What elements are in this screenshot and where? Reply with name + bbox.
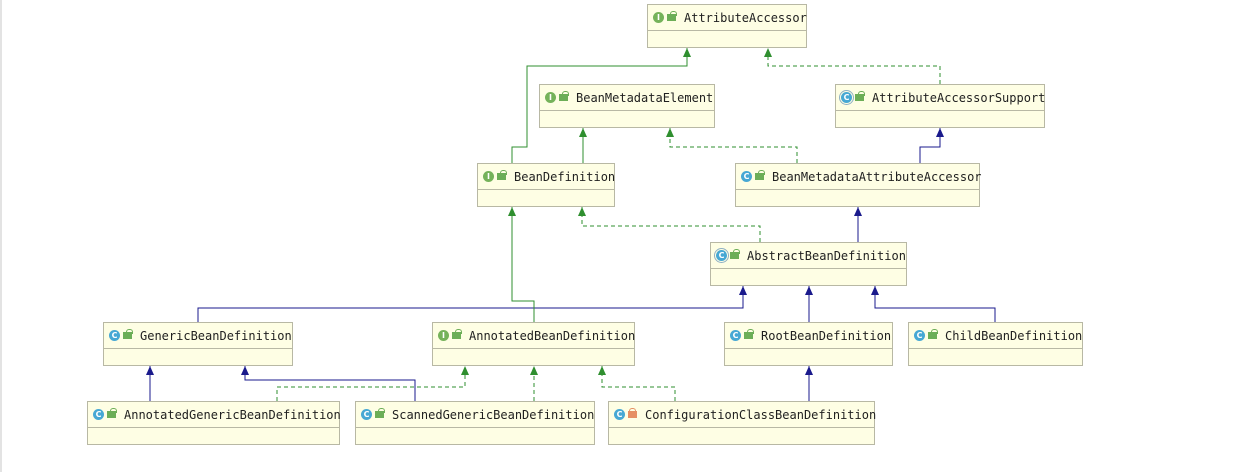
- interface-icon: I: [483, 171, 494, 182]
- open-lock-icon: [730, 249, 740, 259]
- class-header: C AttributeAccessorSupport: [836, 85, 1046, 111]
- relation-implements-BeanMetadataAttributeAccessor-to-BeanMetadataElement: [669, 128, 798, 163]
- arrowhead-ConfigurationClassBeanDefinition-to-RootBeanDefinition: [805, 366, 813, 375]
- open-lock-icon: [375, 408, 385, 418]
- class-node-RootBeanDefinition[interactable]: C RootBeanDefinition: [724, 322, 893, 366]
- interface-icon: I: [438, 330, 449, 341]
- arrowhead-BeanMetadataAttributeAccessor-to-AttributeAccessorSupport: [936, 128, 944, 137]
- open-lock-icon: [667, 11, 677, 21]
- arrowhead-AbstractBeanDefinition-to-BeanMetadataAttributeAccessor: [854, 207, 862, 216]
- arrowhead-ScannedGenericBeanDefinition-to-GenericBeanDefinition: [241, 366, 249, 375]
- class-node-AnnotatedBeanDefinition[interactable]: I AnnotatedBeanDefinition: [432, 322, 635, 366]
- class-name: RootBeanDefinition: [761, 328, 892, 343]
- arrowhead-BeanMetadataAttributeAccessor-to-BeanMetadataElement: [666, 128, 674, 137]
- class-name: AttributeAccessorSupport: [872, 90, 1046, 105]
- arrowhead-GenericBeanDefinition-to-AbstractBeanDefinition: [739, 286, 747, 295]
- arrowhead-AnnotatedGenericBeanDefinition-to-AnnotatedBeanDefinition: [461, 366, 469, 375]
- class-icon: C: [741, 171, 752, 182]
- class-name: ChildBeanDefinition: [945, 328, 1083, 343]
- relation-interface-extends-BeanDefinition-to-AttributeAccessor: [511, 48, 688, 163]
- arrowhead-BeanDefinition-to-AttributeAccessor: [683, 48, 691, 57]
- left-edge-strip: [0, 0, 2, 472]
- open-lock-icon: [855, 91, 865, 101]
- abstract-class-icon: C: [716, 250, 727, 261]
- arrowhead-ScannedGenericBeanDefinition-to-AnnotatedBeanDefinition: [530, 366, 538, 375]
- class-name: AnnotatedBeanDefinition: [469, 328, 636, 343]
- relation-implements-AttributeAccessorSupport-to-AttributeAccessor: [767, 48, 941, 84]
- class-name: GenericBeanDefinition: [140, 328, 292, 343]
- relation-extends-ScannedGenericBeanDefinition-to-GenericBeanDefinition: [244, 366, 416, 401]
- class-node-ChildBeanDefinition[interactable]: C ChildBeanDefinition: [908, 322, 1083, 366]
- arrowhead-BeanDefinition-to-BeanMetadataElement: [579, 128, 587, 137]
- class-name: ConfigurationClassBeanDefinition: [645, 407, 877, 422]
- open-lock-icon: [755, 170, 765, 180]
- class-icon: C: [614, 409, 625, 420]
- relation-extends-ChildBeanDefinition-to-AbstractBeanDefinition: [874, 286, 996, 322]
- class-node-ConfigurationClassBeanDefinition[interactable]: C ConfigurationClassBeanDefinition: [608, 401, 877, 445]
- class-node-BeanMetadataAttributeAccessor[interactable]: C BeanMetadataAttributeAccessor: [735, 163, 982, 207]
- class-icon: C: [730, 330, 741, 341]
- class-node-BeanMetadataElement[interactable]: I BeanMetadataElement: [539, 84, 715, 128]
- open-lock-icon: [452, 329, 462, 339]
- arrowhead-RootBeanDefinition-to-AbstractBeanDefinition: [805, 286, 813, 295]
- interface-icon: I: [545, 92, 556, 103]
- class-header: I AttributeAccessor: [648, 5, 807, 31]
- class-node-AbstractBeanDefinition[interactable]: C AbstractBeanDefinition: [710, 242, 907, 286]
- relation-implements-AbstractBeanDefinition-to-BeanDefinition: [581, 207, 761, 242]
- class-name: AttributeAccessor: [684, 10, 807, 25]
- arrowhead-ChildBeanDefinition-to-AbstractBeanDefinition: [871, 286, 879, 295]
- class-header: C GenericBeanDefinition: [104, 323, 292, 349]
- class-name: BeanMetadataAttributeAccessor: [772, 169, 982, 184]
- relation-extends-GenericBeanDefinition-to-AbstractBeanDefinition: [197, 286, 744, 322]
- relation-implements-AnnotatedGenericBeanDefinition-to-AnnotatedBeanDefinition: [276, 366, 466, 401]
- class-name: AnnotatedGenericBeanDefinition: [124, 407, 341, 422]
- class-node-AttributeAccessor[interactable]: I AttributeAccessor: [647, 4, 807, 48]
- arrowhead-AbstractBeanDefinition-to-BeanDefinition: [578, 207, 586, 216]
- interface-icon: I: [653, 12, 664, 23]
- class-header: I BeanMetadataElement: [540, 85, 714, 111]
- relation-implements-ConfigurationClassBeanDefinition-to-AnnotatedBeanDefinition: [601, 366, 676, 401]
- arrowhead-AttributeAccessorSupport-to-AttributeAccessor: [764, 48, 772, 57]
- arrowhead-AnnotatedBeanDefinition-to-BeanDefinition: [508, 207, 516, 216]
- class-icon: C: [914, 330, 925, 341]
- class-header: C ChildBeanDefinition: [909, 323, 1082, 349]
- class-name: ScannedGenericBeanDefinition: [392, 407, 595, 422]
- class-header: C ConfigurationClassBeanDefinition: [609, 402, 877, 428]
- class-name: BeanMetadataElement: [576, 90, 714, 105]
- open-lock-icon: [497, 170, 507, 180]
- class-header: C ScannedGenericBeanDefinition: [356, 402, 594, 428]
- class-node-GenericBeanDefinition[interactable]: C GenericBeanDefinition: [103, 322, 293, 366]
- open-lock-icon: [123, 329, 133, 339]
- open-lock-icon: [107, 408, 117, 418]
- locked-lock-icon: [628, 408, 637, 418]
- open-lock-icon: [744, 329, 754, 339]
- class-header: I AnnotatedBeanDefinition: [433, 323, 636, 349]
- class-name: BeanDefinition: [514, 169, 616, 184]
- arrowhead-ConfigurationClassBeanDefinition-to-AnnotatedBeanDefinition: [598, 366, 606, 375]
- class-node-AttributeAccessorSupport[interactable]: C AttributeAccessorSupport: [835, 84, 1045, 128]
- class-header: C AbstractBeanDefinition: [711, 243, 906, 269]
- class-node-ScannedGenericBeanDefinition[interactable]: C ScannedGenericBeanDefinition: [355, 401, 595, 445]
- abstract-class-icon: C: [841, 92, 852, 103]
- class-icon: C: [361, 409, 372, 420]
- class-header: I BeanDefinition: [478, 164, 616, 190]
- class-node-BeanDefinition[interactable]: I BeanDefinition: [477, 163, 615, 207]
- class-header: C RootBeanDefinition: [725, 323, 892, 349]
- open-lock-icon: [559, 91, 569, 101]
- class-name: AbstractBeanDefinition: [747, 248, 906, 263]
- class-header: C AnnotatedGenericBeanDefinition: [88, 402, 341, 428]
- class-icon: C: [93, 409, 104, 420]
- class-node-AnnotatedGenericBeanDefinition[interactable]: C AnnotatedGenericBeanDefinition: [87, 401, 341, 445]
- class-icon: C: [109, 330, 120, 341]
- class-header: C BeanMetadataAttributeAccessor: [736, 164, 982, 190]
- open-lock-icon: [928, 329, 938, 339]
- arrowhead-AnnotatedGenericBeanDefinition-to-GenericBeanDefinition: [146, 366, 154, 375]
- relation-interface-extends-AnnotatedBeanDefinition-to-BeanDefinition: [511, 207, 535, 322]
- relation-extends-BeanMetadataAttributeAccessor-to-AttributeAccessorSupport: [919, 128, 941, 163]
